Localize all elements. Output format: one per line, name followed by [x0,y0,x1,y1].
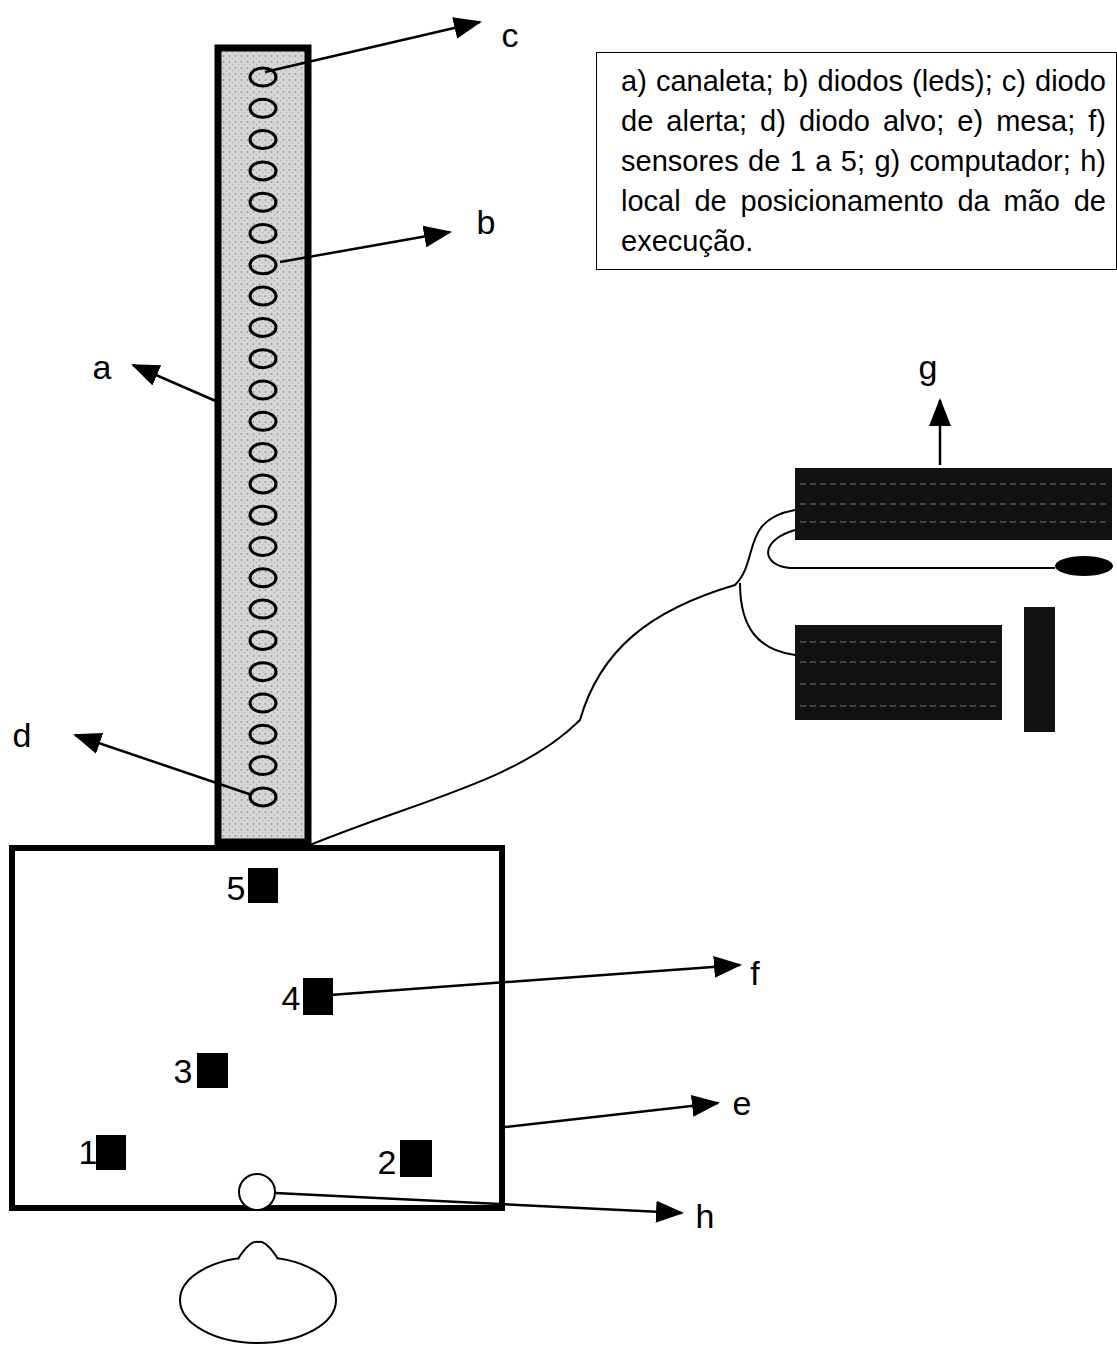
led [250,287,276,305]
callout-letter: d [13,718,32,752]
channel [218,48,308,842]
callout-letter: e [733,1086,752,1120]
sensor-number: 3 [174,1054,193,1088]
head [180,1257,336,1343]
legend-box: a) canaleta; b) diodos (leds); c) diodo … [596,52,1117,270]
legend-text: a) canaleta; b) diodos (leds); c) diodo … [621,61,1106,261]
callout-letter: f [750,956,759,990]
led [250,162,276,180]
led [250,757,276,775]
keyboard [795,468,1112,540]
led [250,725,276,743]
led [250,381,276,399]
led [250,788,276,806]
hand-position [239,1174,275,1210]
led [250,318,276,336]
wire [310,510,795,845]
mouse [1055,556,1113,576]
led [250,131,276,149]
led-row [250,68,276,806]
led [250,475,276,493]
monitor [795,625,1002,720]
sensor-number: 4 [282,981,301,1015]
led [250,631,276,649]
led [250,99,276,117]
sensors [96,868,432,1177]
led [250,412,276,430]
callout-letter: c [502,18,519,52]
led [250,225,276,243]
led [250,444,276,462]
callout-letter: a [93,350,112,384]
wire [740,583,795,655]
led [250,193,276,211]
nose [238,1242,278,1259]
led [250,694,276,712]
led [250,663,276,681]
sensor-number: 1 [79,1135,98,1169]
table [12,848,502,1208]
led [250,506,276,524]
led [250,600,276,618]
sensor-number: 2 [378,1145,397,1179]
callout-letter: g [919,350,938,384]
texture [800,484,1108,706]
callout-letter: b [477,205,496,239]
led [250,350,276,368]
led [250,569,276,587]
callout-letter: h [696,1199,715,1233]
sensor-number: 5 [227,871,246,905]
led [250,538,276,556]
led [250,256,276,274]
tower [1024,607,1055,732]
